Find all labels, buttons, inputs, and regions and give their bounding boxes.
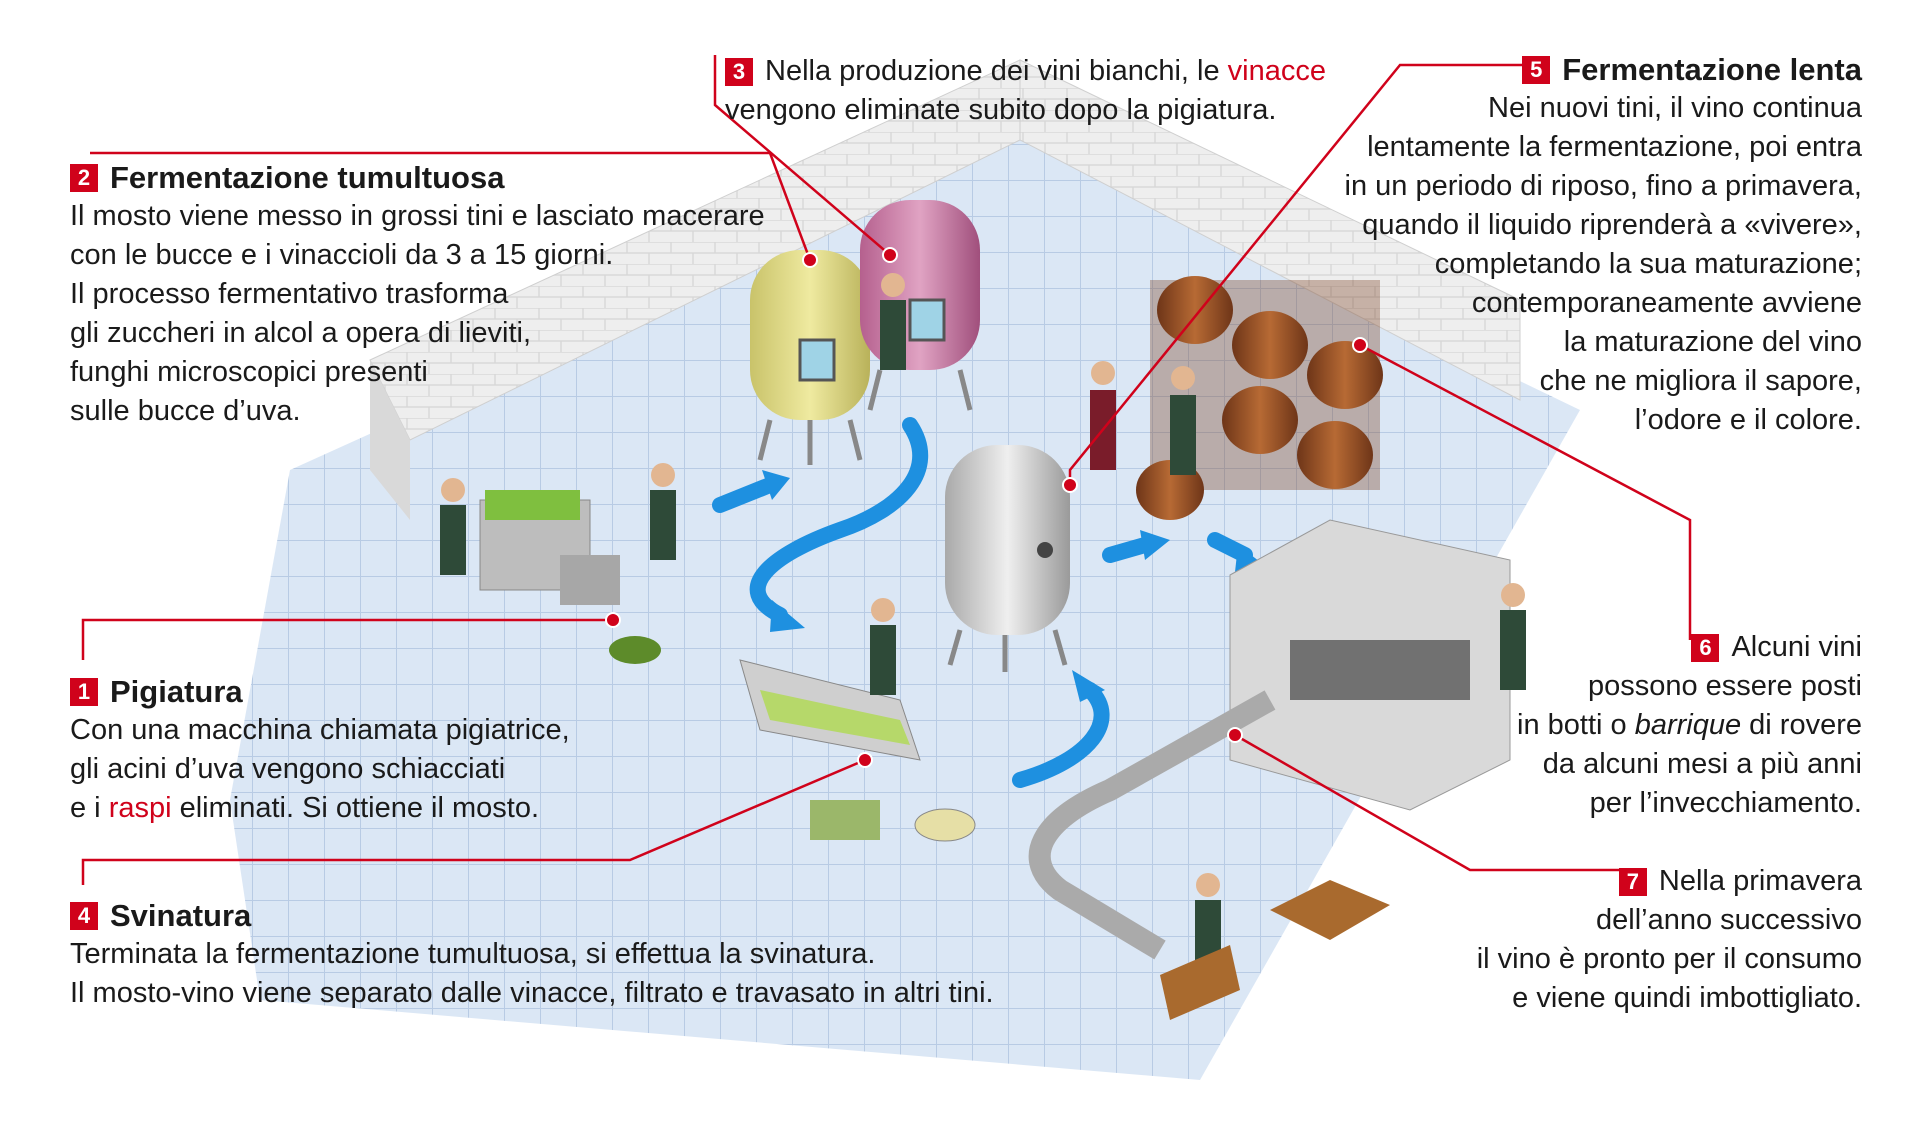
leader-dot-7: [1227, 727, 1243, 743]
step-title-2: Fermentazione tumultuosa: [110, 160, 505, 195]
flow-arrow-3: [1012, 682, 1110, 788]
crusher-machine: [479, 490, 661, 664]
step-text-6-line-4: da alcuni mesi a più anni: [1542, 748, 1862, 780]
callout-imbottigliamento: 7 Nella primavera dell’anno successivo i…: [1477, 862, 1862, 1018]
step-text-5-line-7: la maturazione del vino: [1563, 326, 1862, 358]
step-text-4-line-2: Il mosto-vino viene separato dalle vinac…: [70, 977, 994, 1009]
step-text-6-line-3a: in botti o: [1517, 709, 1635, 741]
leader-dot-1: [605, 612, 621, 628]
step-number-6: 6: [1691, 633, 1720, 662]
step-text-3-line-1a: Nella produzione dei vini bianchi, le: [765, 55, 1228, 87]
room: [230, 59, 1580, 1080]
step-text-5-line-2: lentamente la fermentazione, poi entra: [1367, 131, 1862, 163]
step-text-1-line-3a: e i: [70, 792, 109, 824]
worker-figures: [440, 273, 1526, 975]
step-title-1: Pigiatura: [110, 674, 243, 709]
step-text-6-line-3c: di rovere: [1741, 709, 1862, 741]
bottling-machine: [1229, 519, 1511, 811]
term-barrique: barrique: [1634, 709, 1742, 741]
flow-arrow-head-1: [762, 470, 790, 500]
step-text-2-line-4: gli zuccheri in alcol a opera di lieviti…: [70, 317, 531, 349]
step-number-2: 2: [70, 163, 98, 192]
leader-dot-4: [857, 752, 873, 768]
step-text-2-line-1: Il mosto viene messo in grossi tini e la…: [70, 200, 765, 232]
term-vinacce: vinacce: [1227, 55, 1326, 87]
step-text-7-line-2: dell’anno successivo: [1596, 904, 1862, 936]
leader-dot-3: [882, 247, 898, 263]
step-text-5-line-3: in un periodo di riposo, fino a primaver…: [1344, 170, 1862, 202]
leader-dot-6: [1352, 337, 1368, 353]
process-flow-arrows: [712, 417, 1268, 788]
steel-tank: [945, 445, 1070, 672]
leader-dot-5: [1062, 477, 1078, 493]
step-text-6-line-3: in botti o barrique di rovere: [1517, 706, 1862, 745]
destemmer-machine: [739, 659, 976, 842]
leader-3: [713, 55, 891, 256]
side-wall: [370, 360, 410, 520]
step-text-2-line-2: con le bucce e i vinaccioli da 3 a 15 gi…: [70, 239, 614, 271]
callout-invecchiamento: 6 Alcuni vini possono essere posti in bo…: [1517, 628, 1862, 823]
step-number-5: 5: [1522, 55, 1551, 84]
step-text-6-line-5: per l’invecchiamento.: [1589, 787, 1862, 819]
callout-svinatura: 4 Svinatura Terminata la fermentazione t…: [70, 896, 994, 1013]
step-text-7-line-1: Nella primavera: [1658, 865, 1862, 897]
flow-arrow-head-2: [770, 600, 805, 632]
step-title-4: Svinatura: [110, 898, 252, 933]
back-wall: [1019, 59, 1521, 401]
floor: [230, 140, 1580, 1080]
step-text-5-line-1: Nei nuovi tini, il vino continua: [1488, 92, 1862, 124]
step-text-7-line-3: il vino è pronto per il consumo: [1476, 943, 1862, 975]
step-text-5-line-9: l’odore e il colore.: [1634, 404, 1862, 436]
leader-6: [1359, 343, 1692, 640]
step-title-5: Fermentazione lenta: [1562, 52, 1862, 87]
step-text-4-line-1: Terminata la fermentazione tumultuosa, s…: [70, 938, 876, 970]
step-text-1-line-1: Con una macchina chiamata pigiatrice,: [70, 714, 570, 746]
step-text-5-line-5: completando la sua maturazione;: [1434, 248, 1862, 280]
callout-fermentazione-lenta: 5 Fermentazione lenta Nei nuovi tini, il…: [1345, 50, 1862, 440]
leader-dot-2a: [802, 252, 818, 268]
bottle-crate: [1160, 880, 1390, 1020]
leader-7: [1234, 733, 1620, 872]
step-text-5-line-6: contemporaneamente avviene: [1471, 287, 1862, 319]
step-text-3-line-1: Nella produzione dei vini bianchi, le vi…: [765, 52, 1326, 91]
step-text-1-line-2: gli acini d’uva vengono schiacciati: [70, 753, 506, 785]
step-text-2-line-6: sulle bucce d’uva.: [70, 395, 301, 427]
flow-arrow-1: [712, 477, 778, 513]
flow-arrow-2: [749, 417, 929, 623]
step-number-7: 7: [1618, 867, 1647, 896]
step-text-6-line-1: Alcuni vini: [1731, 631, 1862, 663]
term-raspi: raspi: [108, 792, 172, 824]
step-text-3-line-2: vengono eliminate subito dopo la pigiatu…: [725, 94, 1277, 126]
leader-4: [81, 758, 866, 885]
step-text-2-line-3: Il processo fermentativo trasforma: [70, 278, 509, 310]
flow-arrow-head-4: [1140, 530, 1170, 560]
step-number-1: 1: [70, 677, 98, 706]
step-text-5-line-4: quando il liquido riprenderà a «vivere»,: [1362, 209, 1862, 241]
flow-arrow-head-3: [1072, 670, 1105, 702]
conveyor-belt: [1028, 690, 1276, 960]
step-number-3: 3: [725, 57, 753, 86]
callout-fermentazione-tumultuosa: 2 Fermentazione tumultuosa Il mosto vien…: [70, 158, 765, 431]
step-text-6-line-2: possono essere posti: [1587, 670, 1862, 702]
leader-1: [81, 618, 610, 660]
flow-arrow-4: [1102, 537, 1153, 563]
yellow-tank: [750, 250, 870, 465]
callout-vini-bianchi: 3 Nella produzione dei vini bianchi, le …: [725, 52, 1326, 130]
step-text-7-line-4: e viene quindi imbottigliato.: [1512, 982, 1862, 1014]
step-text-2-line-5: funghi microscopici presenti: [70, 356, 428, 388]
step-text-5-line-8: che ne migliora il sapore,: [1539, 365, 1862, 397]
callout-pigiatura: 1 Pigiatura Con una macchina chiamata pi…: [70, 672, 570, 828]
step-text-1-line-3: e i raspi eliminati. Si ottiene il mosto…: [70, 789, 570, 828]
callout-leaders: [81, 55, 1692, 885]
step-text-1-line-3c: eliminati. Si ottiene il mosto.: [171, 792, 540, 824]
step-number-4: 4: [70, 901, 98, 930]
